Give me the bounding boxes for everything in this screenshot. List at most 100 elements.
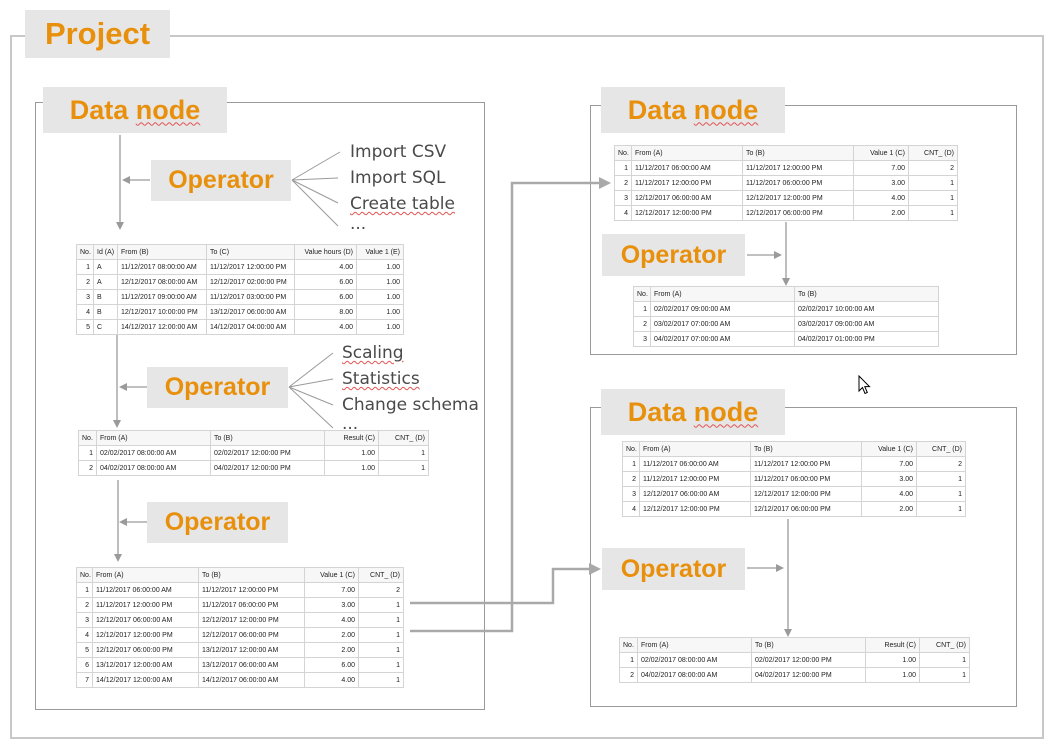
table-cell: 4 bbox=[622, 501, 640, 517]
import-option-sql: Import SQL bbox=[350, 168, 446, 188]
table-cell: 3.00 bbox=[853, 175, 909, 191]
table-cell: 12/12/2017 10:00:00 PM bbox=[117, 304, 207, 320]
table-cell: 1 bbox=[919, 667, 970, 683]
table-cell: 1 bbox=[916, 501, 966, 517]
table-cell: 13/12/2017 12:00:00 AM bbox=[92, 657, 199, 673]
table-cell: 2 bbox=[76, 274, 94, 290]
table-cell: 1 bbox=[622, 456, 640, 472]
table-cell: 3.00 bbox=[304, 597, 359, 613]
connector-to-bottom-node bbox=[410, 563, 601, 605]
table-cell: 12/12/2017 12:00:00 PM bbox=[92, 627, 199, 643]
table-cell: 7.00 bbox=[304, 582, 359, 598]
table-cell: 11/12/2017 06:00:00 AM bbox=[92, 582, 199, 598]
import-option-create-table: Create table bbox=[350, 194, 455, 214]
table-cell: 04/02/2017 07:00:00 AM bbox=[650, 331, 795, 347]
table-cell: 13/12/2017 06:00:00 AM bbox=[198, 657, 305, 673]
table-header-cell: No. bbox=[633, 286, 651, 302]
table-header-cell: Value hours (D) bbox=[294, 244, 357, 260]
table-cell: 14/12/2017 04:00:00 AM bbox=[206, 319, 295, 335]
project-frame bbox=[10, 35, 1044, 739]
table-cell: 12/12/2017 06:00:00 PM bbox=[742, 205, 854, 221]
table-cell: 04/02/2017 12:00:00 PM bbox=[210, 460, 325, 476]
table-cell: 5 bbox=[76, 642, 93, 658]
table-header-row: No. From (A) To (B) Value 1 (C) CNT_ (D) bbox=[622, 441, 966, 457]
table-cell: 8.00 bbox=[294, 304, 357, 320]
table-header-cell: From (A) bbox=[92, 567, 199, 583]
table-cell: 11/12/2017 12:00:00 PM bbox=[92, 597, 199, 613]
table-cell: 1.00 bbox=[865, 652, 920, 668]
table-cell: 2 bbox=[78, 460, 97, 476]
table-header-cell: CNT_ (D) bbox=[916, 441, 966, 457]
table-cell: 04/02/2017 12:00:00 PM bbox=[751, 667, 866, 683]
table-header-cell: No. bbox=[76, 244, 94, 260]
table-cell: 6.00 bbox=[304, 657, 359, 673]
table-cell: 04/02/2017 08:00:00 AM bbox=[637, 667, 752, 683]
table-header-cell: No. bbox=[76, 567, 93, 583]
table-cell: 12/12/2017 06:00:00 PM bbox=[92, 642, 199, 658]
table-cell: 02/02/2017 12:00:00 PM bbox=[751, 652, 866, 668]
table-cell: 11/12/2017 06:00:00 PM bbox=[198, 597, 305, 613]
table-cell: 11/12/2017 03:00:00 PM bbox=[206, 289, 295, 305]
table-header-cell: To (B) bbox=[198, 567, 305, 583]
table-cell: B bbox=[93, 304, 118, 320]
table-cell: 11/12/2017 12:00:00 PM bbox=[750, 456, 862, 472]
table-cell: 1 bbox=[614, 160, 632, 176]
table-cell: 7.00 bbox=[861, 456, 917, 472]
table-cell: 1 bbox=[358, 642, 404, 658]
table-cell: 02/02/2017 08:00:00 AM bbox=[96, 445, 211, 461]
source-data-table: No. Id (A) From (B) To (C) Value hours (… bbox=[76, 244, 404, 335]
table-cell: 1.00 bbox=[356, 319, 404, 335]
table-cell: 4 bbox=[76, 304, 94, 320]
table-cell: 1 bbox=[916, 471, 966, 487]
table-cell: A bbox=[93, 259, 118, 275]
table-cell: 14/12/2017 12:00:00 AM bbox=[117, 319, 207, 335]
right-top-data-table: No. From (A) To (B) Value 1 (C) CNT_ (D)… bbox=[614, 145, 958, 221]
label-word-data: Data bbox=[627, 396, 687, 427]
table-header-cell: To (B) bbox=[210, 430, 325, 446]
table-cell: 1 bbox=[619, 652, 638, 668]
right-bottom-output-table: No. From (A) To (B) Result (C) CNT_ (D) … bbox=[619, 637, 970, 683]
table-cell: 1.00 bbox=[865, 667, 920, 683]
table-cell: 14/12/2017 12:00:00 AM bbox=[92, 672, 199, 688]
table-header-cell: CNT_ (D) bbox=[919, 637, 970, 653]
right-bottom-data-node-label: Data node bbox=[601, 389, 785, 435]
aggregated-data-table: No. From (A) To (B) Value 1 (C) CNT_ (D)… bbox=[76, 567, 404, 688]
left-data-node-label: Data node bbox=[43, 87, 227, 133]
table-cell: 1.00 bbox=[356, 289, 404, 305]
table-cell: 2 bbox=[76, 597, 93, 613]
fan-lines-transform bbox=[288, 352, 334, 429]
table-cell: 2 bbox=[908, 160, 958, 176]
table-header-cell: To (B) bbox=[750, 441, 862, 457]
table-cell: B bbox=[93, 289, 118, 305]
table-cell: 1 bbox=[908, 205, 958, 221]
table-header-cell: Value 1 (C) bbox=[853, 145, 909, 161]
table-header-cell: Value 1 (C) bbox=[861, 441, 917, 457]
result-data-table: No. From (A) To (B) Result (C) CNT_ (D) … bbox=[78, 430, 429, 476]
table-header-row: No. Id (A) From (B) To (C) Value hours (… bbox=[76, 244, 404, 260]
table-cell: 1 bbox=[633, 301, 651, 317]
table-cell: 03/02/2017 09:00:00 AM bbox=[794, 316, 939, 332]
label-word-node: node bbox=[135, 94, 201, 125]
table-cell: 1 bbox=[76, 582, 93, 598]
table-cell: 4.00 bbox=[861, 486, 917, 502]
table-cell: 04/02/2017 01:00:00 PM bbox=[794, 331, 939, 347]
table-header-cell: CNT_ (D) bbox=[358, 567, 404, 583]
table-header-cell: Result (C) bbox=[324, 430, 379, 446]
table-cell: 7.00 bbox=[853, 160, 909, 176]
table-header-row: No. From (A) To (B) Value 1 (C) CNT_ (D) bbox=[614, 145, 958, 161]
import-option-more: ... bbox=[350, 214, 367, 234]
